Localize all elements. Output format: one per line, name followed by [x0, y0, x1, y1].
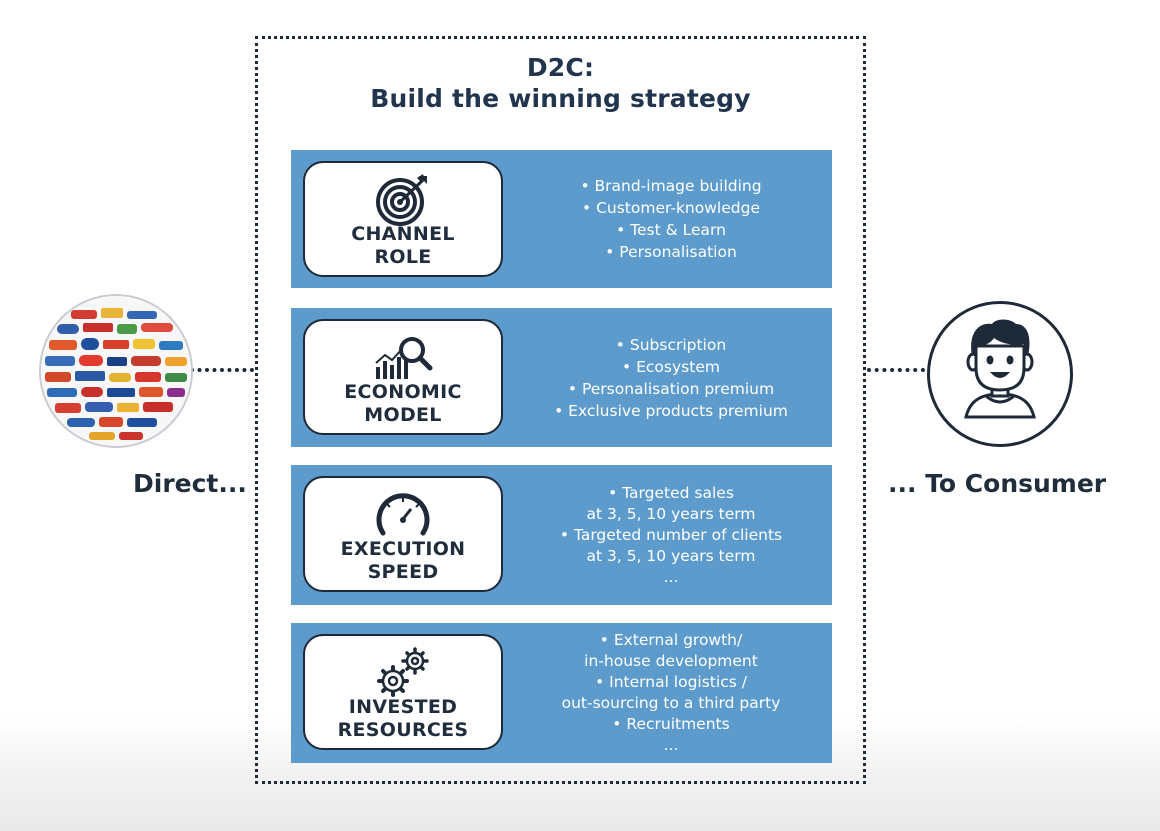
bullets-invested-resources: • External growth/ in-house development … — [521, 623, 821, 763]
row-economic-model: ECONOMIC MODEL • Subscription • Ecosyste… — [291, 308, 832, 447]
bullet-item: • Personalisation — [605, 243, 737, 261]
label-line: ROLE — [374, 246, 432, 268]
card-label-economic-model: ECONOMIC MODEL — [305, 381, 501, 427]
card-execution-speed: EXECUTION SPEED — [303, 476, 503, 592]
target-icon — [305, 171, 501, 229]
label-line: MODEL — [364, 404, 442, 426]
bullet-item: • Test & Learn — [616, 221, 726, 239]
title-line-1: D2C: — [526, 53, 595, 82]
bullet-item: • Exclusive products premium — [554, 401, 788, 420]
strategy-frame — [255, 36, 866, 784]
row-channel-role: CHANNEL ROLE • Brand-image building • Cu… — [291, 150, 832, 288]
card-channel-role: CHANNEL ROLE — [303, 161, 503, 277]
bullets-execution-speed: • Targeted sales at 3, 5, 10 years term … — [521, 465, 821, 605]
brand-logos-image — [41, 296, 191, 446]
speedometer-icon — [305, 486, 501, 544]
label-line: SPEED — [367, 561, 439, 583]
bullet-item: at 3, 5, 10 years term — [586, 504, 756, 523]
bullet-item: ... — [663, 736, 679, 754]
card-label-channel-role: CHANNEL ROLE — [305, 223, 501, 269]
bullet-item: • Targeted sales — [608, 483, 734, 502]
bullet-item: • Brand-image building — [580, 177, 762, 195]
row-execution-speed: EXECUTION SPEED • Targeted sales at 3, 5… — [291, 465, 832, 605]
bullet-item: • Subscription — [615, 335, 727, 354]
bullet-item: in-house development — [584, 652, 758, 670]
label-line: EXECUTION — [340, 538, 466, 560]
bullet-item: at 3, 5, 10 years term — [586, 546, 756, 565]
label-line: INVESTED — [348, 696, 458, 718]
gears-icon — [305, 644, 501, 702]
bullet-item: • External growth/ — [599, 631, 743, 649]
consumer-icon — [927, 301, 1073, 447]
label-line: ECONOMIC — [344, 381, 462, 403]
chart-magnifier-icon — [305, 329, 501, 387]
bullet-item: • Customer-knowledge — [582, 199, 760, 217]
bullet-item: • Targeted number of clients — [559, 525, 783, 544]
direct-label: Direct... — [133, 469, 247, 498]
card-invested-resources: INVESTED RESOURCES — [303, 634, 503, 750]
bullets-channel-role: • Brand-image building • Customer-knowle… — [521, 150, 821, 288]
card-label-invested-resources: INVESTED RESOURCES — [305, 696, 501, 742]
bullet-item: • Ecosystem — [622, 357, 720, 376]
connector-right — [867, 368, 925, 372]
bullet-item: • Recruitments — [612, 715, 730, 733]
card-economic-model: ECONOMIC MODEL — [303, 319, 503, 435]
bullet-item: ... — [663, 567, 679, 586]
bullet-item: • Internal logistics / — [595, 673, 747, 691]
row-invested-resources: INVESTED RESOURCES • External growth/ in… — [291, 623, 832, 763]
label-line: CHANNEL — [351, 223, 455, 245]
bullet-item: • Personalisation premium — [567, 379, 775, 398]
card-label-execution-speed: EXECUTION SPEED — [305, 538, 501, 584]
to-consumer-label: ... To Consumer — [888, 469, 1107, 498]
bullet-item: out-sourcing to a third party — [561, 694, 781, 712]
label-line: RESOURCES — [337, 719, 469, 741]
diagram-title: D2C: Build the winning strategy — [255, 52, 866, 114]
title-line-2: Build the winning strategy — [370, 84, 751, 113]
bullets-economic-model: • Subscription • Ecosystem • Personalisa… — [521, 308, 821, 447]
connector-left — [190, 368, 254, 372]
